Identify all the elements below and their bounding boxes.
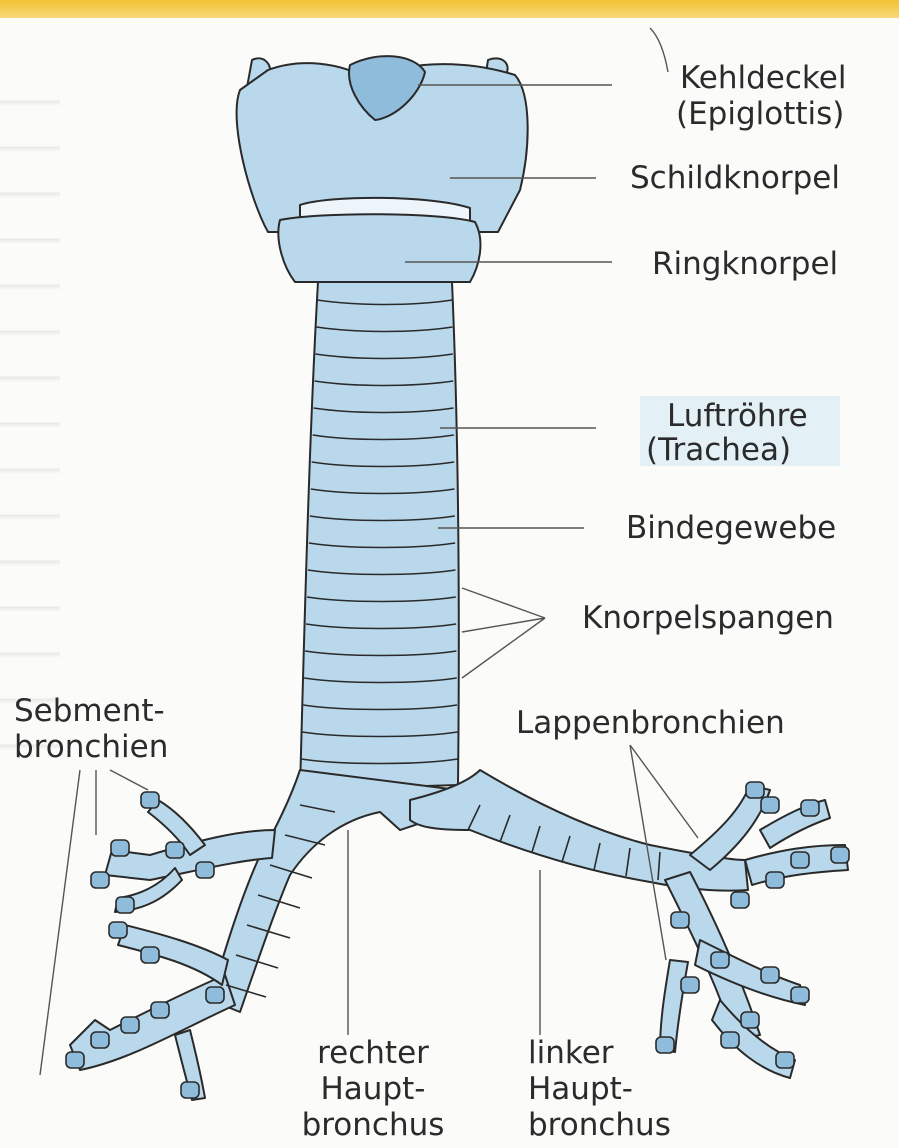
cartilage-plate (776, 1052, 794, 1068)
cartilage-plate (166, 842, 184, 858)
leader-lobar-1 (630, 745, 698, 838)
left-basal-branch-a (695, 940, 805, 1005)
cartilage-plate (671, 912, 689, 928)
cartilage-plate (66, 1052, 84, 1068)
label-thyroid-cartilage: Schildknorpel (630, 160, 840, 197)
label-lobar-bronchi: Lappenbronchien (516, 705, 785, 742)
cartilage-plate (91, 872, 109, 888)
label-left-main-line2: Haupt- (528, 1071, 633, 1108)
cartilage-plate (741, 1012, 759, 1028)
cartilage-plate (206, 987, 224, 1003)
cartilage-plate (151, 1002, 169, 1018)
leader-segment-3 (40, 770, 80, 1075)
cartilage-plate (656, 1037, 674, 1053)
leader-rings-2 (462, 618, 545, 632)
cartilage-plate (746, 782, 764, 798)
cartilage-plate (721, 1032, 739, 1048)
anatomy-drawing (66, 56, 849, 1100)
cartilage-plate (196, 862, 214, 878)
cartilage-plate (91, 1032, 109, 1048)
cartilage-plate (109, 922, 127, 938)
cartilage-plate (141, 792, 159, 808)
cartilage-plate (766, 872, 784, 888)
left-main-bronchus (410, 770, 748, 891)
cartilage-plate (791, 987, 809, 1003)
cartilage-plate (791, 852, 809, 868)
label-connective-tissue: Bindegewebe (626, 510, 836, 547)
cartilage-plate (731, 892, 749, 908)
leader-rings-1 (462, 588, 545, 618)
cartilage-plate (111, 840, 129, 856)
cartilage-plate (761, 797, 779, 813)
cartilage-plate (181, 1082, 199, 1098)
leader-rings-3 (462, 618, 545, 678)
label-cricoid-cartilage: Ringknorpel (652, 246, 838, 283)
cartilage-plate (761, 967, 779, 983)
cartilage-plate (801, 800, 819, 816)
label-left-main-line3: bronchus (528, 1107, 671, 1144)
label-epiglottis-line1: Kehldeckel (680, 60, 846, 97)
cricoid-cartilage (278, 214, 480, 282)
label-left-main-line1: linker (528, 1035, 614, 1072)
leader-epiglottis-tick (650, 28, 668, 72)
cartilage-plate (116, 897, 134, 913)
cartilage-plate (121, 1017, 139, 1033)
label-right-main-line2: Haupt- (288, 1071, 458, 1108)
label-segment-bronchi-line2: bronchien (14, 729, 168, 766)
right-middle-lobe-bronchus (118, 925, 228, 985)
label-cartilage-rings: Knorpelspangen (582, 600, 834, 637)
label-segment-bronchi-line1: Sebment- (14, 693, 165, 730)
label-right-main-line3: bronchus (288, 1107, 458, 1144)
cartilage-plate (711, 952, 729, 968)
cartilage-plate (681, 977, 699, 993)
label-trachea-line1: Luftröhre (667, 398, 808, 435)
cartilage-plate (831, 847, 849, 863)
label-epiglottis-line2: (Epiglottis) (676, 96, 844, 133)
cartilage-plate (141, 947, 159, 963)
label-trachea-line2: (Trachea) (646, 432, 791, 469)
leader-segment-1 (110, 770, 148, 790)
label-right-main-line1: rechter (288, 1035, 458, 1072)
